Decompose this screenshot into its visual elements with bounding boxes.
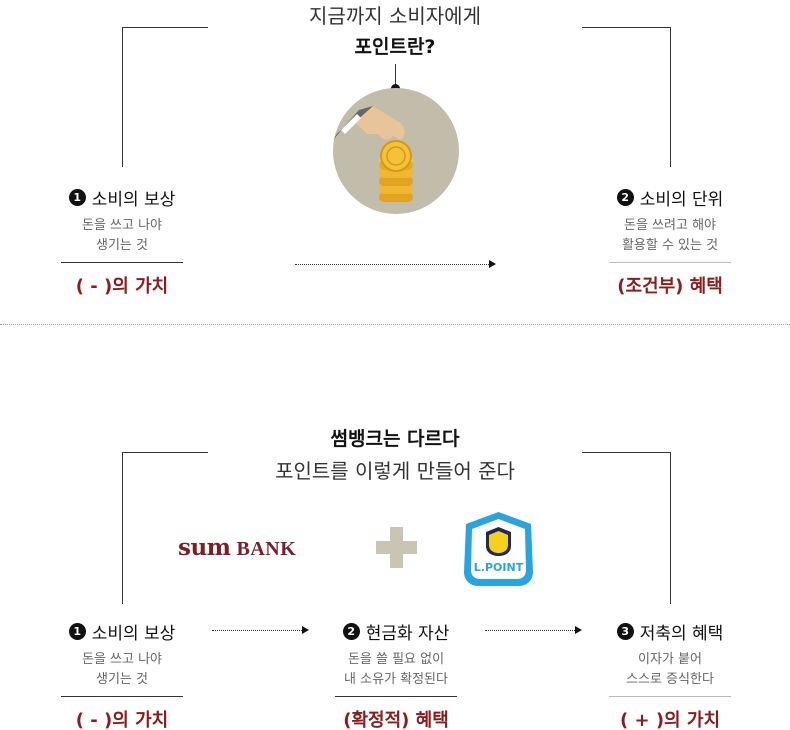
section2-step-3: 3 저축의 혜택 이자가 붙어 스스로 증식한다 ( + )의 가치	[590, 620, 750, 730]
section2-title-line1: 썸뱅크는 다르다	[330, 428, 460, 450]
lpoint-logo-graphic	[464, 512, 533, 586]
step-divider	[609, 696, 731, 697]
step-desc-line2: 스스로 증식한다	[626, 672, 714, 687]
section-separator	[0, 324, 790, 325]
section2-title-line2: 포인트를 이렇게 만들어 준다	[275, 459, 515, 483]
step-value: ( + )의 가치	[619, 710, 720, 730]
step-divider	[609, 262, 731, 263]
sumbank-logo-sum: sum	[178, 534, 231, 561]
step-value: (조건부) 혜택	[617, 276, 723, 297]
step-desc-line1: 돈을 쓰려고 해야	[624, 218, 716, 233]
section2-step-1: 1 소비의 보상 돈을 쓰고 나야 생기는 것 ( - )의 가치	[42, 620, 202, 730]
step-desc-line2: 내 소유가 확정된다	[344, 672, 448, 687]
step-divider	[335, 696, 457, 697]
bracket-right-side	[670, 452, 671, 604]
step-number-badge: 1	[68, 622, 86, 640]
step-number-badge: 2	[342, 622, 360, 640]
step-value: ( - )의 가치	[75, 710, 169, 730]
step-value: ( - )의 가치	[75, 276, 169, 297]
step-desc-line2: 생기는 것	[96, 238, 148, 253]
section1-step-left: 1 소비의 보상 돈을 쓰고 나야 생기는 것 ( - )의 가치	[42, 186, 202, 298]
bracket-left-top	[122, 27, 208, 28]
bracket-right-top	[582, 27, 670, 28]
step-desc-line1: 돈을 쓰고 나야	[81, 218, 163, 233]
arrowhead-icon	[575, 626, 582, 634]
step-divider	[61, 262, 183, 263]
coin-hand-illustration	[333, 88, 459, 214]
bracket-left-side	[122, 452, 123, 604]
section2-dotted-arrow-1	[212, 630, 302, 631]
section1-title-line2: 포인트란?	[354, 36, 436, 58]
bracket-right-top	[582, 452, 670, 453]
step-label: 소비의 보상	[91, 189, 176, 210]
step-label: 소비의 단위	[639, 189, 724, 210]
step-description: 돈을 쓰고 나야 생기는 것	[42, 216, 202, 256]
bracket-left-top	[122, 452, 208, 453]
section1-step-right: 2 소비의 단위 돈을 쓰려고 해야 활용할 수 있는 것 (조건부) 혜택	[590, 186, 750, 298]
step-label: 현금화 자산	[365, 623, 450, 644]
section1-title-line1: 지금까지 소비자에게	[309, 4, 481, 28]
bracket-left-side	[122, 27, 123, 167]
step-divider	[61, 696, 183, 697]
step-number-badge: 1	[68, 188, 86, 206]
step-label: 소비의 보상	[91, 623, 176, 644]
step-description: 돈을 쓸 필요 없이 내 소유가 확정된다	[316, 650, 476, 690]
step-desc-line2: 활용할 수 있는 것	[621, 238, 719, 253]
lpoint-logo: L.POINT	[461, 510, 536, 588]
title-connector	[395, 64, 396, 88]
arrowhead-icon	[489, 260, 496, 268]
section2-step-2: 2 현금화 자산 돈을 쓸 필요 없이 내 소유가 확정된다 (확정적) 혜택	[316, 620, 476, 730]
step-desc-line2: 생기는 것	[96, 672, 148, 687]
step-number-badge: 2	[616, 188, 634, 206]
step-desc-line1: 이자가 붙어	[638, 652, 702, 667]
step-description: 이자가 붙어 스스로 증식한다	[590, 650, 750, 690]
step-value: (확정적) 혜택	[343, 710, 449, 730]
step-description: 돈을 쓰고 나야 생기는 것	[42, 650, 202, 690]
lpoint-label: L.POINT	[473, 561, 524, 574]
bracket-right-side	[670, 27, 671, 167]
step-label: 저축의 혜택	[639, 623, 724, 644]
step-desc-line1: 돈을 쓸 필요 없이	[347, 652, 445, 667]
arrowhead-icon	[302, 626, 309, 634]
section2-dotted-arrow-2	[485, 630, 575, 631]
step-number-badge: 3	[616, 622, 634, 640]
step-description: 돈을 쓰려고 해야 활용할 수 있는 것	[590, 216, 750, 256]
sumbank-logo-bank: BANK	[236, 538, 297, 560]
step-desc-line1: 돈을 쓰고 나야	[81, 652, 163, 667]
plus-icon	[376, 527, 417, 568]
section1-dotted-arrow	[295, 264, 489, 265]
